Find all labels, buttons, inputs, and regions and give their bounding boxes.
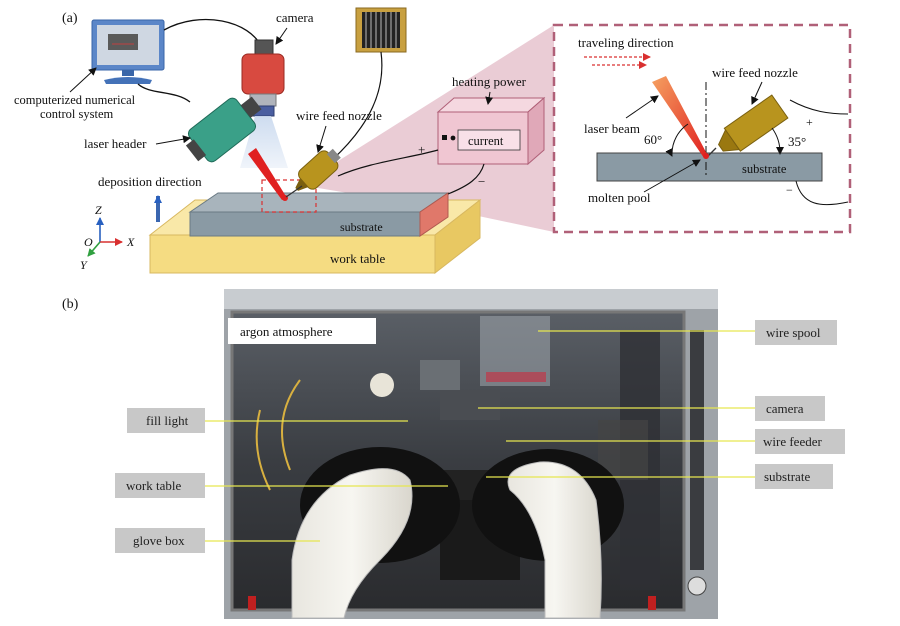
wire-path bbox=[331, 51, 383, 161]
wire-spool-tag bbox=[755, 320, 837, 345]
angle-60-label: 60° bbox=[644, 132, 662, 147]
inset-frame bbox=[552, 23, 852, 234]
fill-light-tag bbox=[127, 408, 205, 433]
panel-a-label: (a) bbox=[62, 11, 78, 26]
molten-pool-pointer-arrow bbox=[643, 159, 701, 193]
callout-lines bbox=[205, 330, 755, 542]
cnc-label-line1: computerized numerical bbox=[14, 93, 136, 107]
camera-pointer-arrow bbox=[275, 27, 288, 45]
power-cable-positive bbox=[337, 149, 439, 177]
wire-feed-nozzle-icon bbox=[295, 148, 341, 191]
panel-b-label: (b) bbox=[62, 297, 79, 312]
argon-label-box bbox=[228, 318, 376, 344]
heating-power-label: heating power bbox=[452, 74, 527, 89]
wire-spool-icon bbox=[355, 7, 407, 53]
camera-tag bbox=[755, 396, 825, 421]
cnc-label-line2: control system bbox=[40, 107, 114, 121]
heating-power-pointer-arrow bbox=[485, 91, 494, 105]
wire-spool-label: wire spool bbox=[766, 325, 821, 340]
glove-box-photo bbox=[224, 289, 718, 619]
nozzle-pointer-arrow bbox=[316, 125, 327, 153]
work-table-tag-label: work table bbox=[126, 478, 181, 493]
laser-header-label: laser header bbox=[84, 136, 147, 151]
camera-label: camera bbox=[276, 10, 314, 25]
angle-60-arrow bbox=[665, 147, 673, 157]
wire-tip bbox=[285, 185, 303, 198]
inset-laser-pointer-arrow bbox=[625, 95, 659, 119]
axis-x-label: X bbox=[126, 235, 135, 249]
heating-power-box bbox=[436, 96, 546, 166]
cnc-laser-cable bbox=[137, 83, 191, 103]
axis-o-label: O bbox=[84, 235, 93, 249]
inset-laser-beam bbox=[652, 76, 708, 158]
deposition-direction-label: deposition direction bbox=[98, 174, 202, 189]
wire-feeder-label: wire feeder bbox=[763, 434, 822, 449]
angle-35-label: 35° bbox=[788, 134, 806, 149]
camera-tag-label: camera bbox=[766, 401, 804, 416]
fill-light-label: fill light bbox=[146, 413, 189, 428]
glove-box-label: glove box bbox=[133, 533, 185, 548]
focus-region-box bbox=[261, 179, 317, 213]
inset-nozzle-pointer-arrow bbox=[751, 81, 763, 105]
inset-nozzle-icon bbox=[718, 94, 789, 152]
cnc-monitor-icon bbox=[91, 19, 165, 84]
inset-molten-pool-dot bbox=[703, 153, 709, 159]
cnc-pointer-arrow bbox=[69, 67, 97, 93]
argon-label: argon atmosphere bbox=[240, 324, 333, 339]
substrate-label: substrate bbox=[340, 220, 383, 234]
substrate-tag-label: substrate bbox=[764, 469, 810, 484]
inset-substrate-bar bbox=[596, 152, 823, 182]
inset-laser-beam-label: laser beam bbox=[584, 121, 640, 136]
inset-wire-tip bbox=[707, 147, 717, 157]
current-label: current bbox=[468, 134, 504, 148]
axis-z-label: Z bbox=[95, 203, 102, 217]
laser-header-icon bbox=[185, 96, 262, 163]
inset-nozzle-label: wire feed nozzle bbox=[712, 65, 798, 80]
laser-beam-ray bbox=[248, 148, 287, 200]
inset-ground-lead bbox=[795, 180, 849, 206]
laser-header-pointer-arrow bbox=[155, 135, 191, 145]
plus-sign-a: + bbox=[418, 142, 425, 157]
inset-minus-sign: − bbox=[786, 183, 793, 197]
power-cable-negative bbox=[447, 163, 485, 195]
inset-wire-lead bbox=[789, 99, 849, 115]
inset-substrate-label: substrate bbox=[742, 162, 787, 176]
wire-feeder-tag bbox=[755, 429, 845, 454]
glove-box-tag bbox=[115, 528, 205, 553]
substrate-tag bbox=[755, 464, 833, 489]
axis-y-label: Y bbox=[80, 258, 88, 272]
coordinate-axes bbox=[87, 217, 123, 257]
cnc-camera-cable bbox=[163, 18, 263, 49]
substrate-3d bbox=[188, 192, 450, 237]
inset-traveling-direction-label: traveling direction bbox=[578, 35, 674, 50]
projection-shade bbox=[300, 25, 554, 232]
molten-pool-label: molten pool bbox=[588, 190, 651, 205]
work-table-label: work table bbox=[330, 251, 385, 266]
work-table-tag bbox=[115, 473, 205, 498]
inset-plus-sign: + bbox=[806, 115, 813, 129]
minus-sign-a: − bbox=[478, 174, 485, 189]
wire-feed-nozzle-label: wire feed nozzle bbox=[296, 108, 382, 123]
